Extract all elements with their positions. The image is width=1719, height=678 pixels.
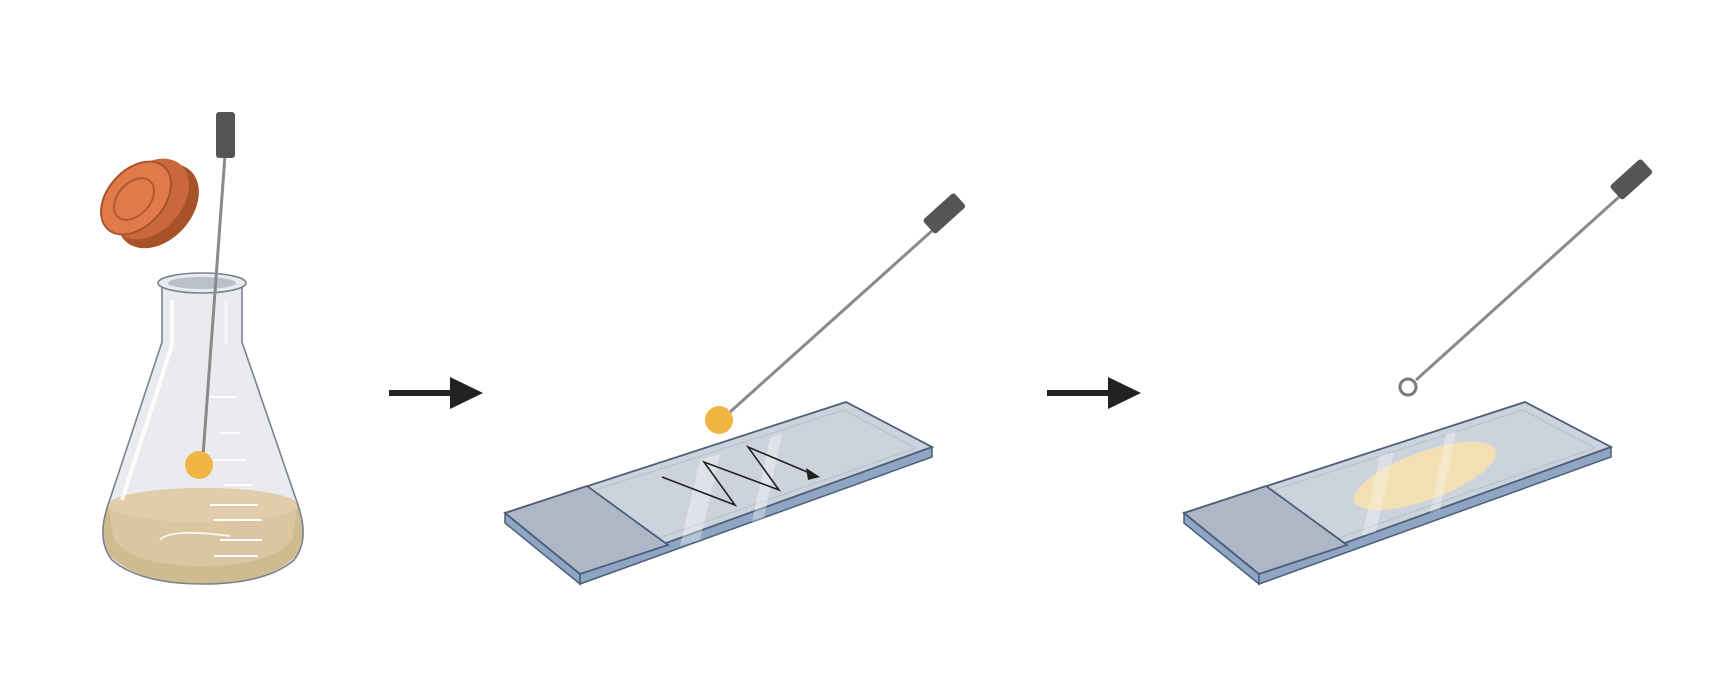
step-1-flask <box>100 112 304 585</box>
cap-icon <box>100 158 199 249</box>
loop-droplet <box>185 451 213 479</box>
bacterial-smear <box>1354 441 1496 511</box>
step-3-slide-smear <box>1182 159 1653 586</box>
arrow-right-icon <box>389 377 483 409</box>
step-2-slide-streak <box>503 193 966 586</box>
flask-icon <box>102 272 304 585</box>
inoculation-loop-icon <box>1398 159 1653 397</box>
inoculation-loop-icon <box>705 193 966 434</box>
arrow-right-icon <box>1047 377 1141 409</box>
zigzag-streak <box>661 445 820 507</box>
empty-loop-ring <box>1398 377 1418 397</box>
loop-droplet <box>705 406 733 434</box>
inoculation-loop-icon <box>185 112 235 479</box>
graduation-marks <box>210 396 262 557</box>
microscope-slide-icon <box>503 401 935 586</box>
